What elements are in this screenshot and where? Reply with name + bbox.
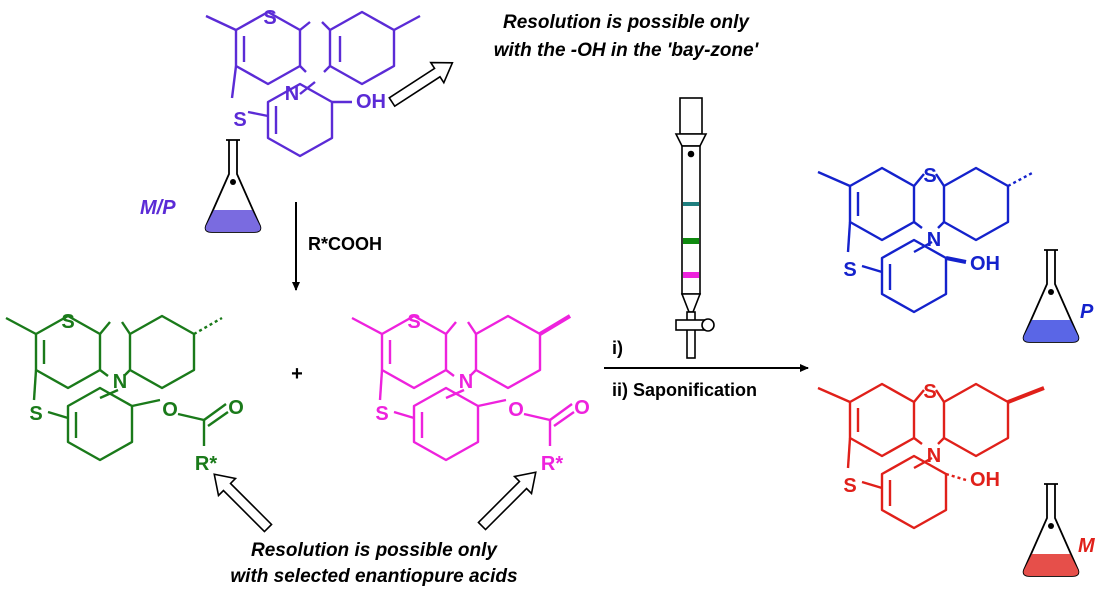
magenta-diastereomer (351, 314, 575, 462)
step-i-label: i) (612, 338, 623, 358)
enantiomer-P-molecule (817, 166, 1035, 314)
chiral-acyl-group: R* (541, 453, 563, 475)
hollow-arrow-icon (477, 471, 537, 531)
green-diastereomer (5, 314, 229, 462)
chiral-acyl-group: R* (195, 453, 217, 475)
enantiomer-M-molecule (817, 382, 1045, 530)
racemate-molecule (205, 10, 421, 158)
erlenmeyer-flask-icon (204, 139, 262, 233)
racemate-label: M/P (140, 197, 176, 219)
sulfur-atom: S (407, 311, 420, 333)
chromatography-column-icon (674, 97, 715, 359)
sulfur-atom: S (843, 259, 856, 281)
hydroxyl-group: OH (970, 469, 1000, 491)
carbonyl-oxygen: O (228, 397, 244, 419)
carbonyl-oxygen: O (574, 397, 590, 419)
hydroxyl-group: OH (356, 91, 386, 113)
plus-sign: + (291, 363, 303, 385)
bottom-note-line2: with selected enantiopure acids (230, 566, 517, 587)
erlenmeyer-flask-icon (1022, 483, 1080, 577)
sulfur-atom: S (923, 381, 936, 403)
sulfur-atom: S (375, 403, 388, 425)
ester-oxygen: O (508, 399, 524, 421)
ester-oxygen: O (162, 399, 178, 421)
nitrogen-atom: N (285, 83, 299, 105)
sulfur-atom: S (233, 109, 246, 131)
enantiomer-P-label: P (1080, 301, 1094, 323)
hollow-arrow-icon (388, 61, 454, 108)
top-note-line1: Resolution is possible only (503, 12, 750, 33)
sulfur-atom: S (923, 165, 936, 187)
sulfur-atom: S (29, 403, 42, 425)
nitrogen-atom: N (927, 229, 941, 251)
hollow-arrow-icon (213, 473, 273, 533)
top-note-line2: with the -OH in the 'bay-zone' (494, 40, 760, 61)
nitrogen-atom: N (927, 445, 941, 467)
bottom-note-line1: Resolution is possible only (251, 540, 498, 561)
nitrogen-atom: N (459, 371, 473, 393)
sulfur-atom: S (263, 7, 276, 29)
erlenmeyer-flask-icon (1022, 249, 1080, 343)
nitrogen-atom: N (113, 371, 127, 393)
sulfur-atom: S (61, 311, 74, 333)
reagent-acid: R*COOH (308, 234, 382, 254)
enantiomer-M-label: M (1078, 535, 1096, 557)
hydroxyl-group: OH (970, 253, 1000, 275)
step-ii-label: ii) Saponification (612, 380, 757, 400)
sulfur-atom: S (843, 475, 856, 497)
